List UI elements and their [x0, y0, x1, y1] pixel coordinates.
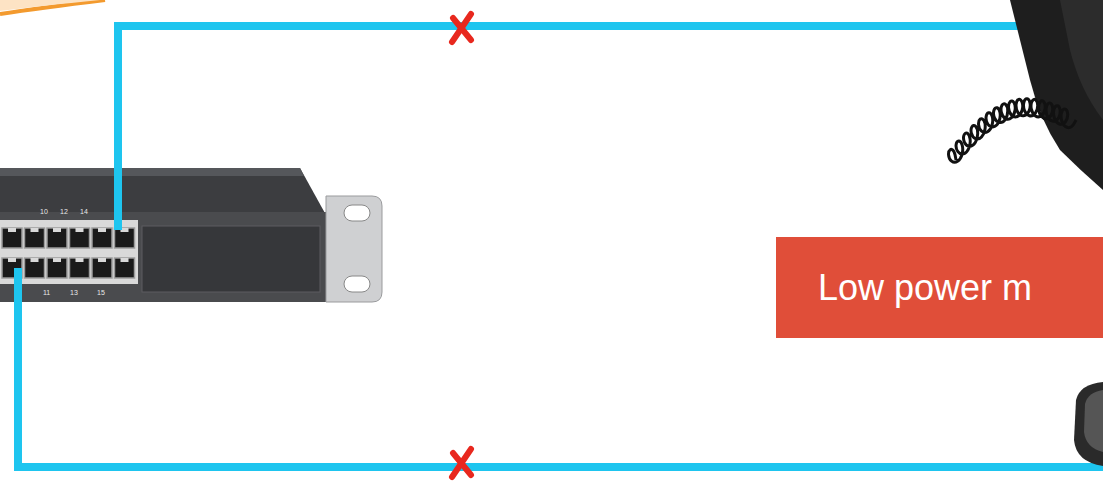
port-number: 12 — [60, 208, 68, 215]
port-number: 10 — [40, 208, 48, 215]
switch-panel — [142, 226, 320, 292]
cable-top — [118, 26, 1103, 230]
port-jack — [92, 228, 112, 248]
phone-cord — [949, 99, 1076, 162]
callout-bubble-fill — [0, 0, 100, 11]
port-number: 15 — [97, 289, 105, 296]
port-notch — [31, 258, 39, 262]
switch-front — [0, 212, 328, 302]
port-notch — [8, 228, 16, 232]
port-notch — [31, 228, 39, 232]
rack-ear — [326, 196, 382, 302]
rack-slot — [344, 205, 370, 221]
banner-text: Low power m — [818, 267, 1032, 309]
callout-bubble-edge — [0, 0, 105, 14]
port-jack — [25, 228, 45, 248]
port-jack — [92, 258, 112, 278]
port-notch — [98, 228, 106, 232]
port-notch — [98, 258, 106, 262]
port-notch — [53, 258, 61, 262]
port-number: 11 — [43, 289, 50, 296]
port-notch — [8, 258, 16, 262]
port-number: 13 — [70, 289, 78, 296]
port-notch — [121, 258, 129, 262]
status-banner: Low power m — [776, 237, 1103, 338]
port-jack — [70, 228, 90, 248]
port-notch — [76, 258, 84, 262]
wireless-device — [1074, 382, 1103, 466]
switch-top-edge — [0, 168, 304, 176]
port-notch — [53, 228, 61, 232]
port-number: 14 — [80, 208, 88, 215]
port-jack — [47, 228, 67, 248]
switch-top — [0, 168, 326, 215]
port-jack — [47, 258, 67, 278]
port-jack — [2, 228, 22, 248]
port-notch — [76, 228, 84, 232]
cut-mark — [452, 449, 471, 477]
ip-phone — [949, 0, 1103, 190]
cut-mark — [452, 14, 471, 42]
port-jack — [115, 228, 135, 248]
port-jack — [70, 258, 90, 278]
port-jack — [25, 258, 45, 278]
rack-slot — [344, 276, 370, 292]
port-jack — [115, 258, 135, 278]
